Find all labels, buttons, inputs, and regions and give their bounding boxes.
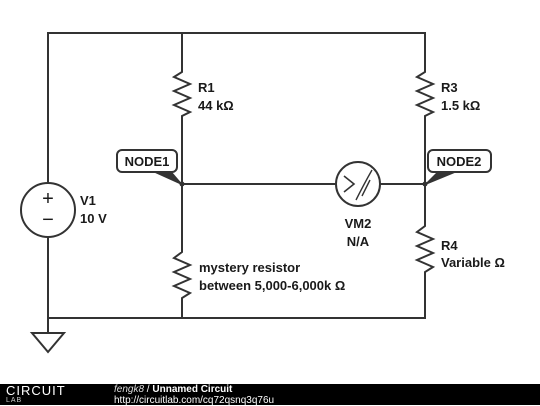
v1-minus-icon: − xyxy=(42,209,54,231)
node2-label: NODE2 xyxy=(437,154,482,169)
node1-tag[interactable]: NODE1 xyxy=(116,149,184,186)
schematic: + − NODE1 NODE2 R1 44 kΩ R3 1.5 kΩ V1 10… xyxy=(20,32,505,354)
ground-icon xyxy=(29,332,67,354)
v1-value: 10 V xyxy=(80,211,107,226)
voltage-source-v1[interactable]: + − xyxy=(20,182,76,238)
title-separator: / xyxy=(144,384,153,395)
resistor-r1[interactable] xyxy=(171,67,193,120)
r4-value: Variable Ω xyxy=(441,255,505,270)
logo-text-bottom: LAB xyxy=(6,397,23,404)
voltmeter-arrow-icon xyxy=(343,175,356,193)
logo-text-top: CIRCUIT xyxy=(6,383,66,398)
v1-name: V1 xyxy=(80,193,96,208)
r3-value: 1.5 kΩ xyxy=(441,98,480,113)
r1-name: R1 xyxy=(198,80,215,95)
r1-value: 44 kΩ xyxy=(198,98,234,113)
wires xyxy=(47,32,426,334)
circuitlab-logo[interactable]: CIRCUIT LAB xyxy=(6,384,98,405)
circuit-title: Unnamed Circuit xyxy=(152,384,233,395)
node2-tag[interactable]: NODE2 xyxy=(423,149,492,186)
voltmeter-needle-icon xyxy=(355,169,373,201)
author-link[interactable]: fengk8 xyxy=(114,384,145,395)
footer-bar: CIRCUIT LAB fengk8 / Unnamed Circuit htt… xyxy=(0,384,540,406)
voltmeter-vm2[interactable] xyxy=(335,161,381,207)
vm2-name: VM2 xyxy=(345,216,372,231)
resistor-mystery[interactable] xyxy=(171,247,193,303)
circuit-info: fengk8 / Unnamed Circuit http://circuitl… xyxy=(114,385,274,406)
v1-plus-icon: + xyxy=(42,188,54,210)
r3-name: R3 xyxy=(441,80,458,95)
circuit-url[interactable]: http://circuitlab.com/cq72qsnq3q76u xyxy=(114,395,275,406)
r4-name: R4 xyxy=(441,238,458,253)
vm2-value: N/A xyxy=(347,234,370,249)
node1-label: NODE1 xyxy=(125,154,170,169)
mystery-resistor-range: between 5,000-6,000k Ω xyxy=(199,278,345,293)
resistor-r3[interactable] xyxy=(414,67,436,120)
mystery-resistor-label: mystery resistor xyxy=(199,260,300,275)
resistor-r4[interactable] xyxy=(414,221,436,277)
